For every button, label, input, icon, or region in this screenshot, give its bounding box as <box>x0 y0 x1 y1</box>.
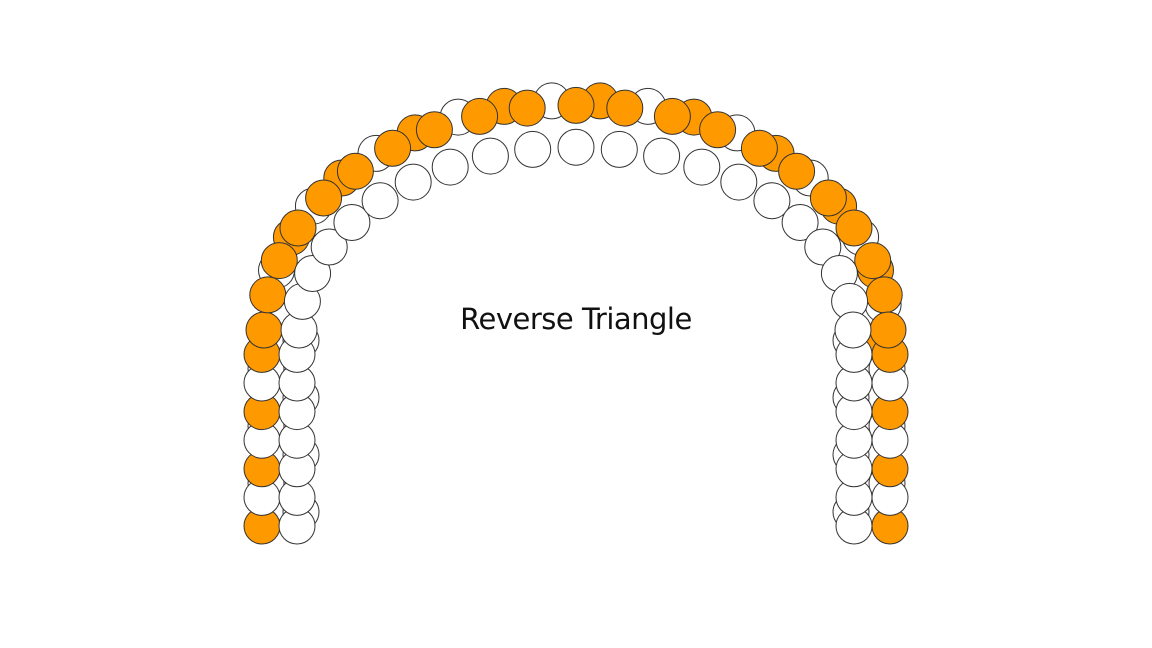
balloon-white <box>471 137 509 175</box>
balloon-white <box>514 130 552 168</box>
balloon-orange <box>606 89 644 127</box>
balloon-orange <box>461 97 499 135</box>
balloon-white <box>781 204 819 241</box>
balloon-orange <box>279 209 317 247</box>
balloon-orange <box>835 209 873 247</box>
balloon-white <box>557 128 595 166</box>
balloon-white <box>394 163 432 201</box>
balloon-orange <box>374 129 412 167</box>
balloon-white <box>431 148 469 186</box>
balloon-orange <box>415 111 453 149</box>
balloon-white <box>600 130 638 168</box>
balloon-white <box>753 182 791 220</box>
balloon-white <box>834 311 872 349</box>
balloon-orange <box>557 86 595 124</box>
balloon-orange <box>260 242 298 280</box>
balloon-white <box>310 228 348 266</box>
balloon-white <box>643 137 681 175</box>
balloon-orange <box>653 97 691 135</box>
balloon-white <box>720 163 758 201</box>
balloon-white <box>361 182 399 220</box>
balloon-orange <box>854 242 892 280</box>
balloon-orange <box>305 179 343 217</box>
balloon-orange <box>740 129 778 167</box>
balloon-orange <box>336 152 374 190</box>
balloon-white <box>294 255 332 292</box>
balloon-white <box>804 228 842 266</box>
balloon-orange <box>699 111 737 149</box>
balloon-orange <box>508 89 546 127</box>
balloon-white <box>333 204 371 241</box>
balloon-white <box>683 148 721 186</box>
balloon-orange <box>778 152 816 190</box>
balloon-orange <box>809 179 847 217</box>
diagram-title: Reverse Triangle <box>460 302 692 336</box>
